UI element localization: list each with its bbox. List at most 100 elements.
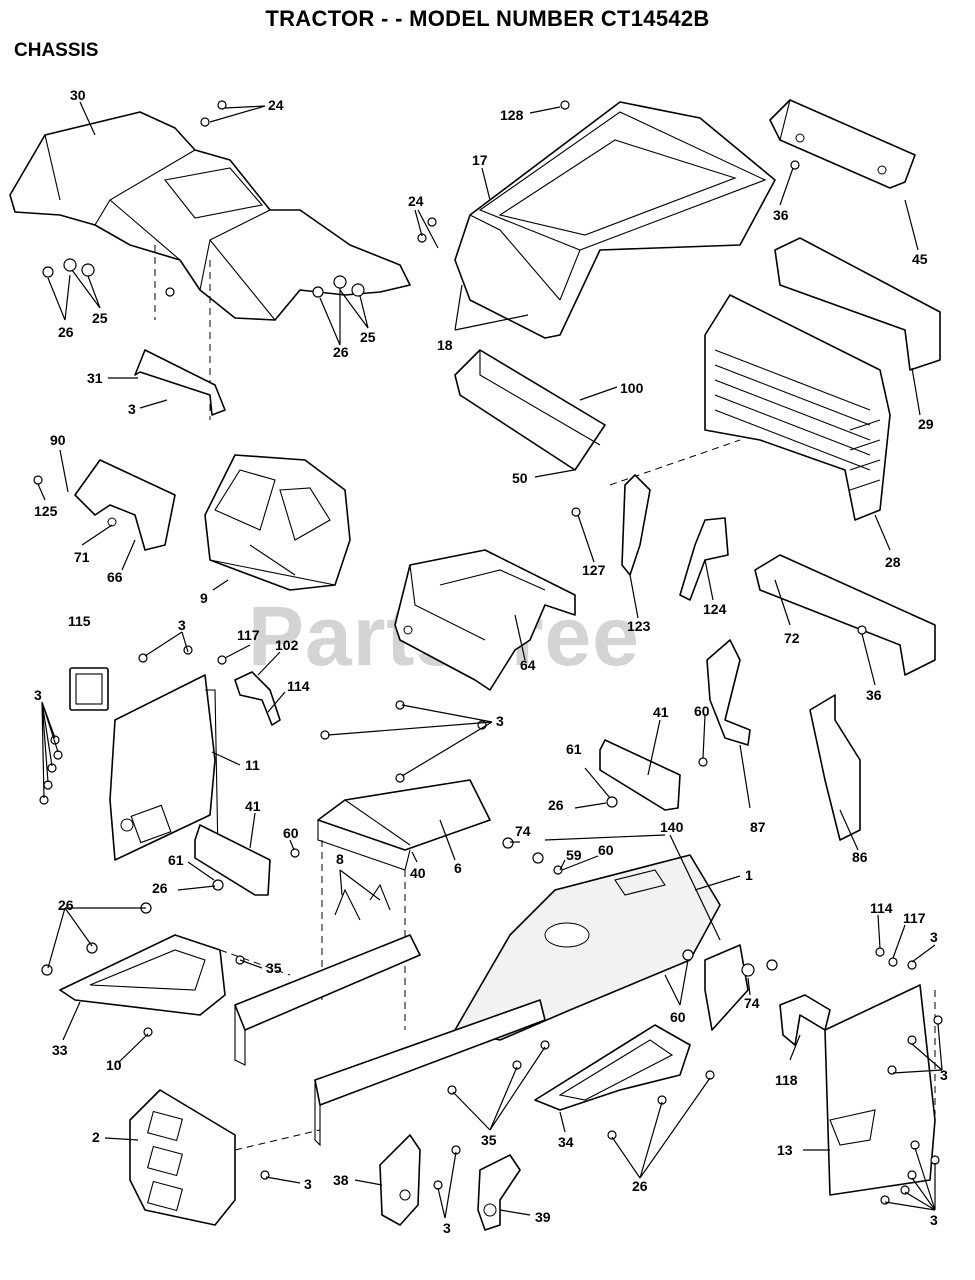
part-87-bracket (706, 639, 751, 746)
callout-117-left: 117 (237, 627, 260, 643)
callout-60-d: 60 (670, 1009, 686, 1025)
part-38-bracket (379, 1134, 421, 1226)
section-heading: CHASSIS (14, 40, 99, 61)
callout-39: 39 (535, 1209, 551, 1225)
callout-66: 66 (107, 569, 123, 585)
part-17-body-pan (454, 101, 776, 339)
part-2-front-plate (129, 1089, 321, 1226)
callout-26-left: 26 (58, 324, 74, 340)
callout-10: 10 (106, 1057, 122, 1073)
callout-123: 123 (627, 618, 651, 634)
callout-6: 6 (454, 860, 462, 876)
part-9-dash-housing (204, 454, 351, 591)
callout-36-right: 36 (866, 687, 882, 703)
callout-3-d: 3 (496, 713, 504, 729)
callout-36-top: 36 (773, 207, 789, 223)
callout-61-right: 61 (566, 741, 582, 757)
callout-114-left: 114 (287, 678, 310, 694)
callout-87: 87 (750, 819, 766, 835)
part-124-bracket (679, 517, 729, 601)
callout-3-i: 3 (930, 1212, 938, 1228)
callout-72: 72 (784, 630, 800, 646)
callout-3-b: 3 (178, 617, 186, 633)
callout-29: 29 (918, 416, 934, 432)
callout-24-right: 24 (408, 193, 424, 209)
callout-26-c: 26 (152, 880, 168, 896)
callout-35-right: 35 (481, 1132, 497, 1148)
part-86-shield (809, 694, 861, 841)
callout-74-bottom: 74 (744, 995, 760, 1011)
callout-61-left: 61 (168, 852, 184, 868)
callout-3-a: 3 (128, 401, 136, 417)
part-123-bracket (621, 474, 651, 576)
callout-64: 64 (520, 657, 536, 673)
callout-45: 45 (912, 251, 928, 267)
callout-26-d: 26 (548, 797, 564, 813)
callout-31: 31 (87, 370, 103, 386)
callout-17: 17 (472, 152, 488, 168)
part-13-side-plate (824, 984, 936, 1196)
callout-124: 124 (703, 601, 727, 617)
part-29-rear-panel (774, 237, 941, 371)
callout-90: 90 (50, 432, 66, 448)
callout-26-f: 26 (632, 1178, 648, 1194)
part-33-footrest-left (59, 934, 291, 1016)
callout-9: 9 (200, 590, 208, 606)
callout-3-h: 3 (443, 1220, 451, 1236)
callout-117-right: 117 (903, 910, 926, 926)
callout-40: 40 (410, 865, 426, 881)
page-title: TRACTOR - - MODEL NUMBER CT14542B (265, 6, 710, 31)
part-34-footrest-right (534, 1024, 691, 1111)
callout-3-e: 3 (930, 929, 938, 945)
callout-125: 125 (34, 503, 58, 519)
callout-74-top: 74 (515, 823, 531, 839)
callout-24-top: 24 (268, 97, 284, 113)
callout-100: 100 (620, 380, 644, 396)
callout-114-right: 114 (870, 900, 893, 916)
callout-3-f: 3 (940, 1067, 948, 1083)
callout-118: 118 (775, 1072, 798, 1088)
callout-18: 18 (437, 337, 453, 353)
callout-71: 71 (74, 549, 90, 565)
fasteners (33, 100, 943, 1205)
part-31-bracket (134, 349, 226, 416)
callout-50: 50 (512, 470, 528, 486)
callout-60-c: 60 (598, 842, 614, 858)
part-41-plate-left (194, 824, 271, 896)
part-140-plate (704, 944, 749, 1031)
callout-8: 8 (336, 851, 344, 867)
callout-41-left: 41 (245, 798, 261, 814)
part-72-bracket (754, 554, 936, 676)
callout-60-right: 60 (694, 703, 710, 719)
part-115-plate (69, 667, 109, 711)
callout-102: 102 (275, 637, 299, 653)
callout-2: 2 (92, 1129, 100, 1145)
part-39-bracket (477, 1154, 521, 1231)
callout-115: 115 (68, 613, 91, 629)
callout-140: 140 (660, 819, 684, 835)
part-118-bracket (779, 994, 831, 1046)
part-100-rail (454, 349, 606, 471)
part-45-bracket (769, 99, 916, 189)
leader-lines (37, 101, 943, 1219)
callout-28: 28 (885, 554, 901, 570)
callout-128: 128 (500, 107, 524, 123)
part-66-plate (74, 459, 176, 551)
part-28-grille-housing (609, 294, 891, 521)
callout-35-left: 35 (266, 960, 282, 976)
callout-41-right: 41 (653, 704, 669, 720)
callout-30: 30 (70, 87, 86, 103)
callout-26-e: 26 (58, 897, 74, 913)
callout-1: 1 (745, 867, 753, 883)
part-1-main-frame (234, 854, 721, 1147)
callout-25-mid: 25 (360, 329, 376, 345)
callout-labels: 30 24 128 17 36 45 24 26 25 26 25 18 31 … (34, 87, 948, 1236)
callout-3-c: 3 (34, 687, 42, 703)
callout-127: 127 (582, 562, 606, 578)
callout-59: 59 (566, 847, 582, 863)
callout-26-mid: 26 (333, 344, 349, 360)
callout-3-g: 3 (304, 1176, 312, 1192)
part-64-steering-support (394, 549, 576, 691)
callout-34: 34 (558, 1134, 574, 1150)
